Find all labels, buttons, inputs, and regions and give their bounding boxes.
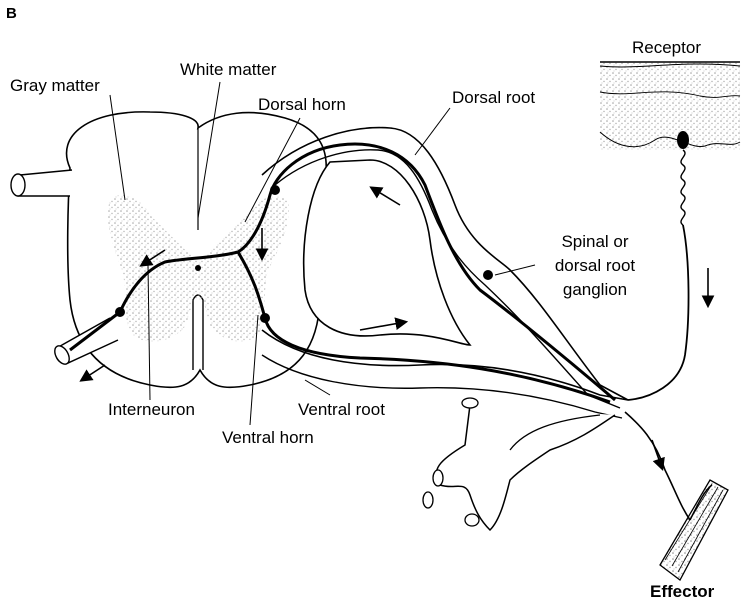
arrow-ventral-left (82, 365, 105, 380)
interneuron-soma (115, 307, 125, 317)
label-dorsal-root: Dorsal root (452, 88, 535, 108)
leader-ganglion (495, 265, 535, 275)
dorsal-horn-soma (270, 185, 280, 195)
center-soma (195, 265, 201, 271)
label-effector: Effector (650, 582, 714, 602)
effector-nerve (625, 412, 690, 520)
effector-muscle (660, 480, 728, 580)
ganglion-soma (483, 270, 493, 280)
leader-ventral-root (305, 380, 330, 395)
label-white-matter: White matter (180, 60, 276, 80)
label-receptor: Receptor (632, 38, 701, 58)
label-ventral-root: Ventral root (298, 400, 385, 420)
label-ganglion-line3: ganglion (535, 280, 655, 300)
receptor-ending (677, 131, 689, 149)
label-ventral-horn: Ventral horn (222, 428, 314, 448)
label-ganglion-line1: Spinal or (535, 232, 655, 252)
ventral-horn-soma (260, 313, 270, 323)
label-dorsal-horn: Dorsal horn (258, 95, 346, 115)
receptor-nerve-wavy (681, 150, 685, 225)
label-gray-matter: Gray matter (10, 76, 100, 96)
label-ganglion-line2: dorsal root (535, 256, 655, 276)
receptor-skin (600, 62, 740, 150)
panel-letter: B (6, 4, 17, 24)
leader-dorsal-root (415, 108, 450, 155)
label-interneuron: Interneuron (108, 400, 195, 420)
branch-trunk (436, 405, 615, 530)
sensory-neuron-loop (304, 160, 470, 345)
